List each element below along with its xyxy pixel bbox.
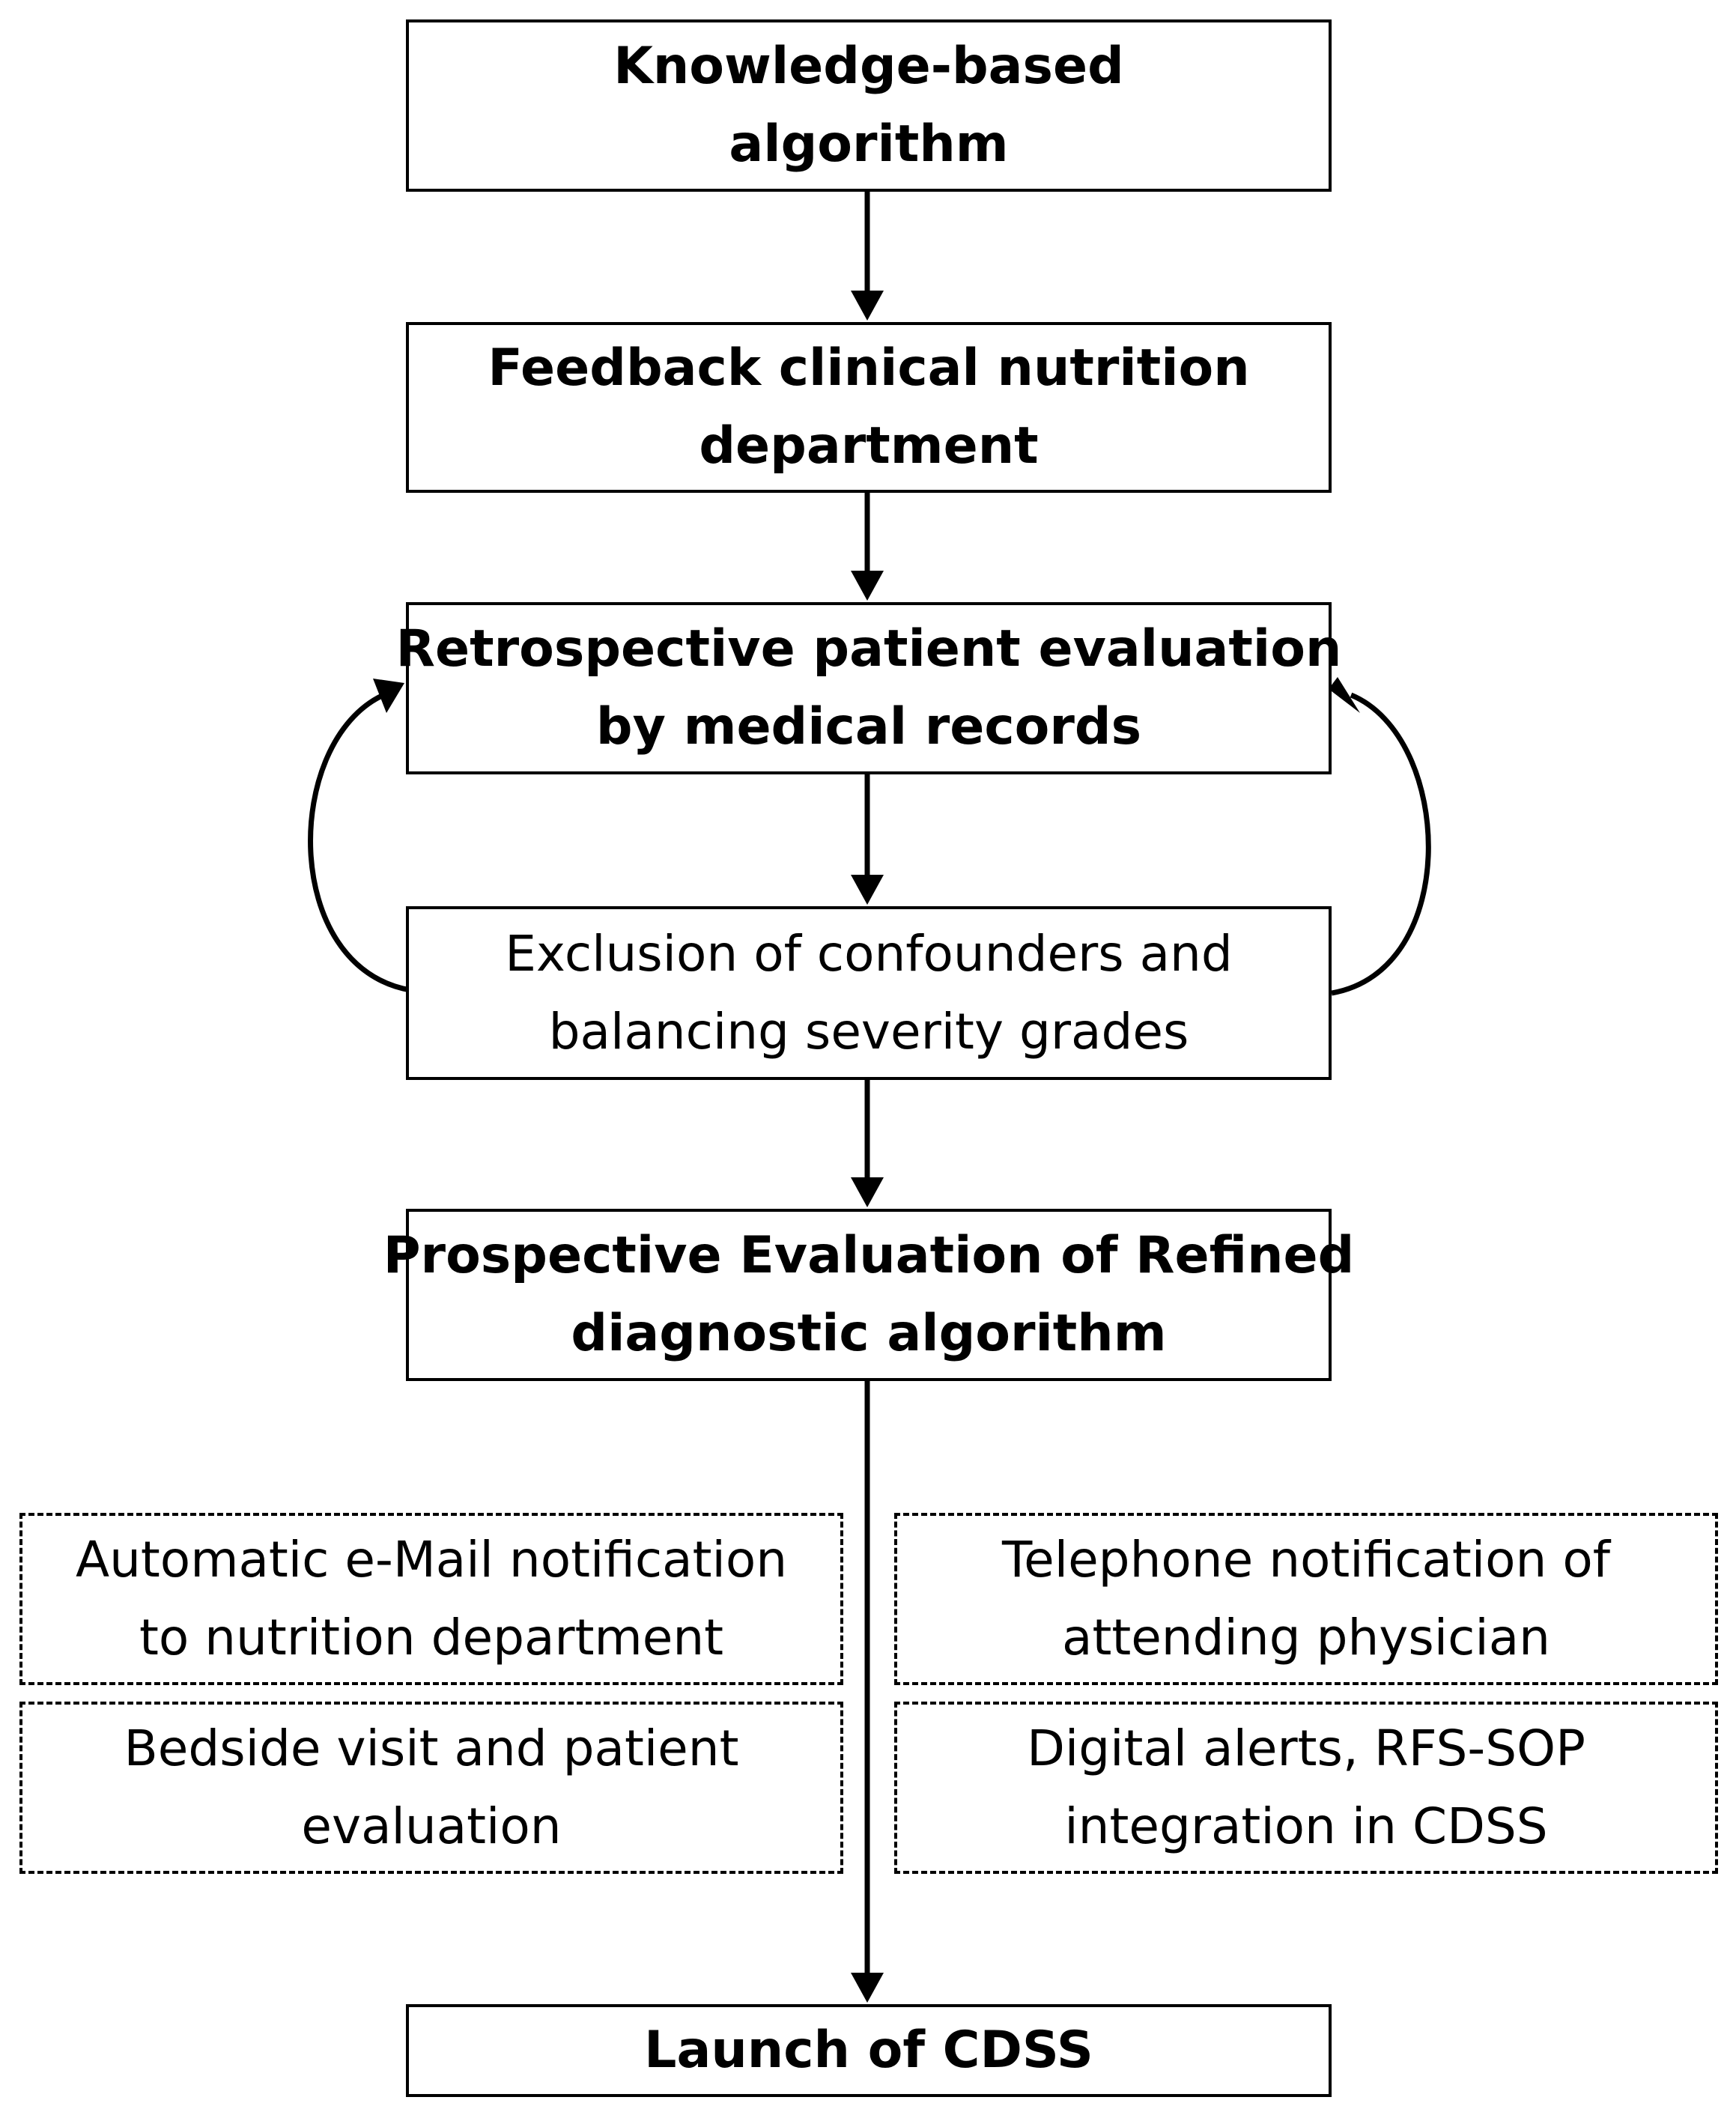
measure-text-line: evaluation: [301, 1797, 562, 1855]
step-prospective-evaluation: Prospective Evaluation of Refined diagno…: [383, 1209, 1354, 1381]
measure-text-line: Bedside visit and patient: [124, 1720, 739, 1777]
step-text-line: diagnostic algorithm: [571, 1304, 1167, 1363]
measure-text-line: attending physician: [1062, 1609, 1550, 1666]
arrow-prospective-to-launch: [851, 1380, 884, 2003]
step-text-line: Retrospective patient evaluation: [395, 619, 1342, 679]
measure-text-line: to nutrition department: [139, 1609, 724, 1666]
step-launch-cdss: Launch of CDSS: [406, 2004, 1332, 2097]
step-feedback-nutrition-department: Feedback clinical nutrition department: [406, 322, 1332, 493]
arrow-knowledge-to-feedback: [851, 192, 884, 321]
loop-arrow-right: [1329, 677, 1431, 996]
measure-telephone-notification: Telephone notification of attending phys…: [894, 1513, 1718, 1685]
measure-text-line: integration in CDSS: [1064, 1797, 1548, 1855]
loop-arrow-left: [308, 679, 411, 993]
step-exclusion-confounders: Exclusion of confounders and balancing s…: [406, 906, 1332, 1080]
measure-email-notification: Automatic e-Mail notification to nutriti…: [19, 1513, 843, 1685]
measure-text-line: Telephone notification of: [1002, 1531, 1610, 1588]
step-text-line: Prospective Evaluation of Refined: [383, 1226, 1355, 1285]
measure-bedside-visit: Bedside visit and patient evaluation: [19, 1702, 843, 1874]
step-knowledge-based-algorithm: Knowledge-based algorithm: [406, 19, 1332, 192]
arrow-feedback-to-retrospective: [851, 491, 884, 601]
arrow-retrospective-to-exclusion: [851, 773, 884, 905]
step-text-line: by medical records: [595, 697, 1142, 756]
step-text-line: Feedback clinical nutrition: [488, 339, 1250, 398]
step-text-line: Exclusion of confounders and: [505, 925, 1233, 983]
step-text-line: department: [699, 416, 1039, 476]
measure-text-line: Automatic e-Mail notification: [75, 1531, 788, 1588]
step-text-line: Launch of CDSS: [644, 2021, 1093, 2080]
measure-digital-alerts: Digital alerts, RFS-SOP integration in C…: [894, 1702, 1718, 1874]
step-retrospective-evaluation: Retrospective patient evaluation by medi…: [396, 602, 1341, 774]
measure-text-line: Digital alerts, RFS-SOP: [1027, 1720, 1585, 1777]
arrow-exclusion-to-prospective: [851, 1078, 884, 1207]
step-text-line: Knowledge-based: [613, 37, 1124, 96]
step-text-line: balancing severity grades: [548, 1003, 1189, 1060]
step-text-line: algorithm: [729, 115, 1009, 174]
